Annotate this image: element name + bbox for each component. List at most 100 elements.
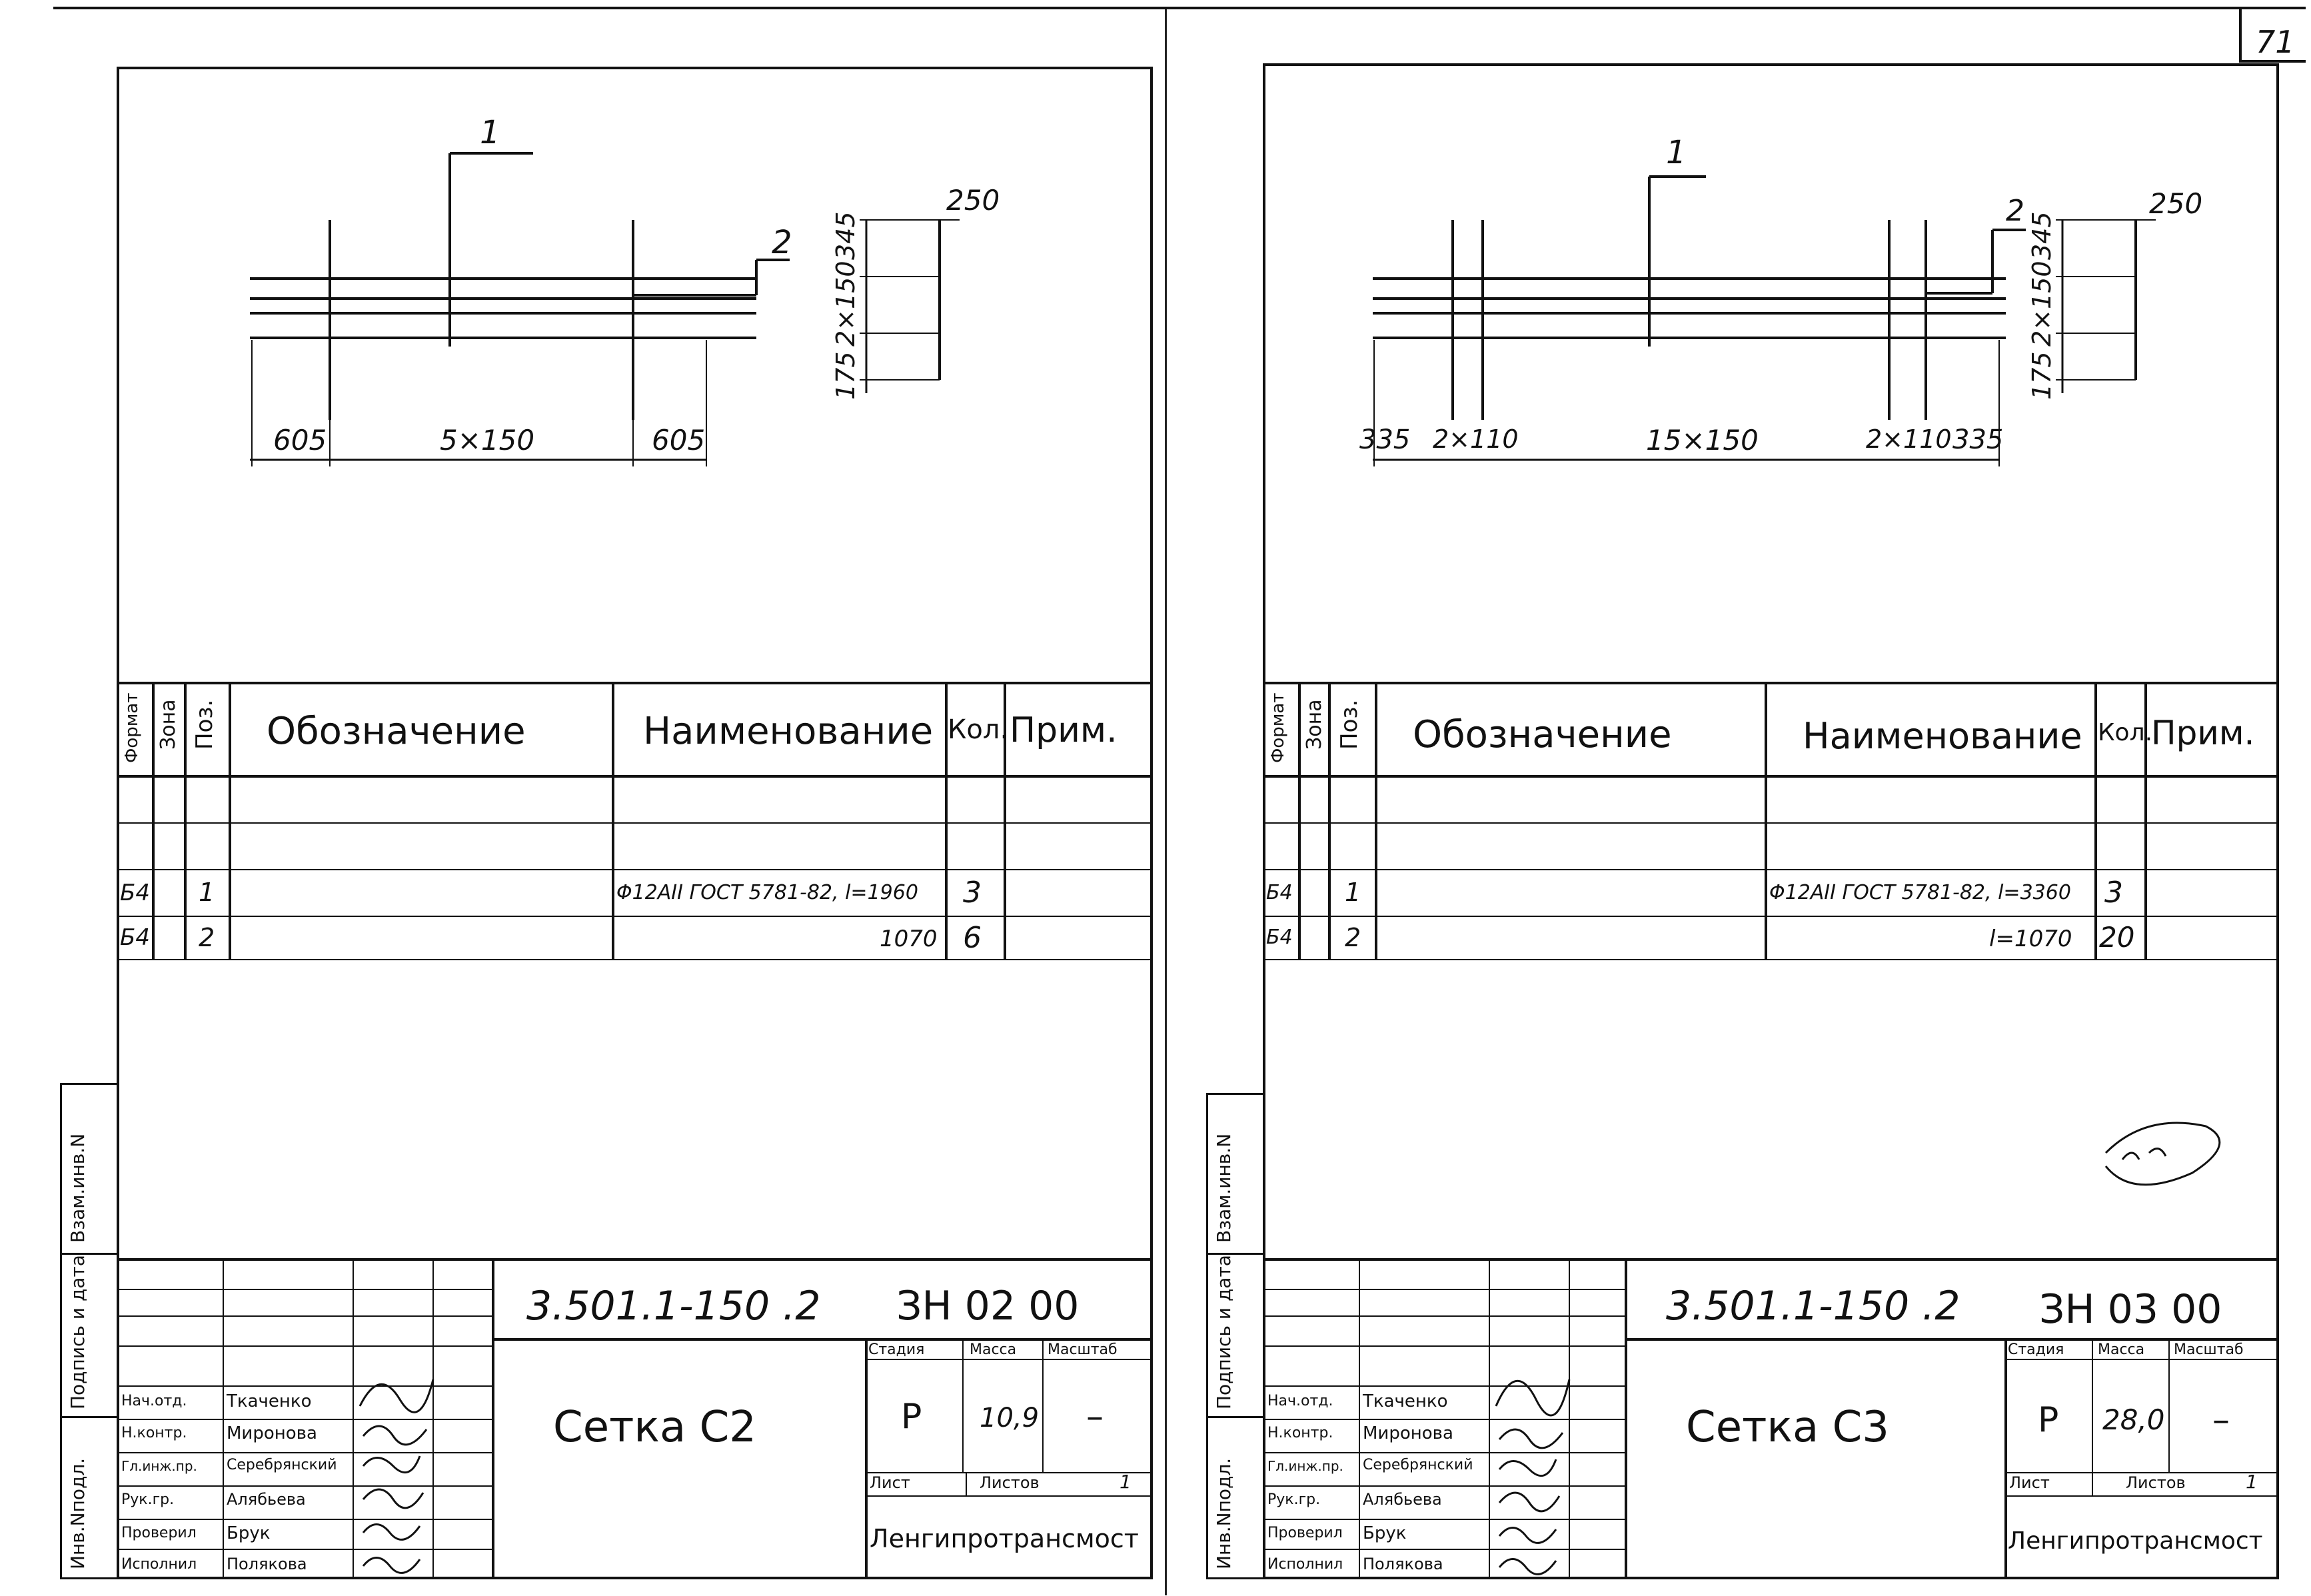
right-stamp-scale-label: Масштаб [2174,1341,2244,1358]
right-code: 3.501.1-150 .2 [1666,1283,1960,1329]
right-row2-format: Б4 [1266,926,1293,949]
right-sheets-value: 1 [2246,1471,2258,1493]
left-dim-mid: 5×150 [440,424,535,456]
right-side-bot: 175 [2027,351,2056,400]
left-row2-pos: 2 [199,923,215,952]
left-row2-format: Б4 [120,924,150,951]
left-header-format: Формат [122,692,142,764]
right-dim-d: 335 [1952,424,2004,455]
left-header-designation: Обозначение [267,710,526,753]
page-number: 71 [2256,24,2295,60]
right-person-name-6: Полякова [1363,1555,1443,1573]
right-header-qty: Кол. [2098,719,2153,746]
right-person-role-2: Н.контр. [1267,1425,1333,1441]
left-sheet-label: Лист [870,1473,910,1492]
right-header-note: Прим. [2151,714,2255,752]
left-side-inv: Инв.Nподл. [67,1457,89,1569]
left-stamp-scale-label: Масштаб [1048,1341,1118,1358]
left-side-mid: 2×150 [831,261,860,347]
right-person-name-3: Серебрянский [1363,1457,1473,1473]
left-header-zone: Зона [157,699,180,750]
right-dim-mid: 15×150 [1646,424,1759,456]
left-dim-left: 605 [273,424,327,456]
left-person-role-1: Нач.отд. [121,1393,187,1409]
right-side-inv: Инв.Nподл. [1213,1457,1235,1569]
right-scale: – [2212,1400,2230,1440]
left-person-role-2: Н.контр. [121,1425,187,1441]
right-person-role-1: Нач.отд. [1267,1393,1333,1409]
left-sheets-label: Листов [980,1473,1040,1492]
right-stamp-mass-label: Масса [2098,1341,2145,1358]
left-stamp-mass-label: Масса [970,1341,1017,1358]
right-stamp-stage-label: Стадия [2008,1341,2064,1358]
right-row2-name: l=1070 [1989,926,2072,952]
top-rule [53,7,2306,9]
right-code2: ЗН 03 00 [2039,1286,2222,1333]
right-side-vzam: Взам.инв.N [1213,1133,1235,1243]
left-header-qty: Кол. [948,714,1009,745]
right-sheet [1263,63,2279,1579]
left-person-name-3: Серебрянский [227,1457,337,1473]
left-side-strip [60,1083,117,1579]
left-person-role-3: Гл.инж.пр. [121,1458,197,1474]
right-leader-2-label: 2 [2006,194,2024,228]
right-sheet-label: Лист [2009,1473,2050,1492]
right-person-name-4: Алябьева [1363,1490,1442,1509]
left-row1-qty: 3 [963,876,982,910]
left-person-name-2: Миронова [227,1423,317,1443]
left-side-vzam: Взам.инв.N [67,1133,89,1243]
right-side-strip [1206,1093,1263,1579]
right-mass: 28,0 [2102,1403,2165,1436]
right-dim-c: 2×110 [1866,424,1952,454]
left-row2-qty: 6 [963,921,982,955]
right-dim-b: 2×110 [1433,424,1519,454]
left-scale: – [1086,1397,1104,1437]
left-title: Сетка С2 [553,1403,756,1452]
left-person-name-1: Ткаченко [227,1391,312,1411]
left-sheets-value: 1 [1120,1471,1132,1493]
right-header-name: Наименование [1803,715,2082,757]
right-person-name-5: Брук [1363,1523,1407,1543]
right-row2-pos: 2 [1345,923,1361,952]
right-sheets-label: Листов [2126,1473,2186,1492]
center-fold [1165,9,1167,1595]
right-side-top: 345 [2027,211,2056,260]
left-stamp-stage-label: Стадия [868,1341,925,1358]
right-header-pos: Поз. [1336,699,1363,750]
left-dim-right: 605 [652,424,706,456]
left-person-name-6: Полякова [227,1555,307,1573]
right-person-role-6: Исполнил [1267,1556,1343,1573]
right-header-format: Формат [1268,692,1288,764]
left-person-role-6: Исполнил [121,1556,197,1573]
right-person-role-4: Рук.гр. [1267,1491,1321,1508]
right-header-zone: Зона [1303,699,1326,750]
left-mass: 10,9 [980,1403,1040,1433]
right-person-name-2: Миронова [1363,1423,1453,1443]
left-row1-pos: 1 [199,878,215,907]
right-row1-pos: 1 [1345,878,1361,907]
left-person-role-4: Рук.гр. [121,1491,175,1508]
left-row2-name: 1070 [880,926,938,952]
left-row1-name: Φ12AII ГОСТ 5781-82, l=1960 [616,881,918,904]
right-person-role-5: Проверил [1267,1525,1343,1541]
right-dim-a: 335 [1359,424,1411,455]
left-side-podpis: Подпись и дата [67,1255,89,1409]
left-header-pos: Поз. [191,699,218,750]
right-org: Ленгипротрансмост [2008,1527,2263,1555]
left-header-note: Прим. [1010,710,1118,750]
left-stage: Р [901,1397,922,1437]
left-person-name-5: Брук [227,1523,271,1543]
right-leader-1-label: 1 [1666,134,1687,171]
left-org: Ленгипротрансмост [870,1524,1139,1553]
page-number-box [2239,9,2306,63]
right-header-designation: Обозначение [1413,713,1672,756]
right-stage: Р [2038,1400,2059,1440]
left-code2: ЗН 02 00 [896,1283,1080,1329]
left-code: 3.501.1-150 .2 [526,1283,821,1329]
right-title: Сетка С3 [1686,1403,1889,1452]
right-row1-format: Б4 [1266,881,1293,904]
right-side-podpis: Подпись и дата [1213,1255,1235,1409]
right-row1-name: Φ12AII ГОСТ 5781-82, l=3360 [1769,881,2071,904]
left-row1-format: Б4 [120,880,150,906]
left-person-name-4: Алябьева [227,1490,306,1509]
